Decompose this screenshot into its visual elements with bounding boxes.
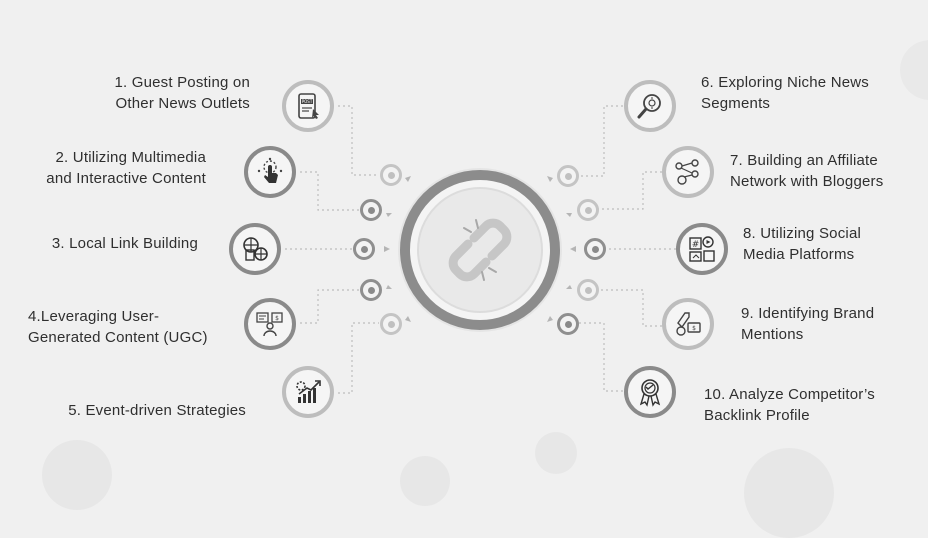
arrow-head bbox=[547, 176, 553, 182]
connector-4 bbox=[300, 289, 359, 324]
arrow-head bbox=[386, 285, 392, 289]
item-3-label: 3. Local Link Building bbox=[51, 235, 198, 252]
brand-tag-icon: $ bbox=[676, 312, 701, 336]
magnifier-icon bbox=[637, 94, 661, 119]
item-2-label: 2. Utilizing Multimedia and Interactive … bbox=[46, 149, 206, 187]
touch-icon bbox=[257, 157, 283, 183]
svg-text:#: # bbox=[692, 240, 700, 250]
decor-blob bbox=[400, 456, 450, 506]
decor-blob bbox=[42, 440, 112, 510]
item-1-label: 1. Guest Posting on Other News Outlets bbox=[114, 74, 250, 112]
item-5-icon-circle bbox=[282, 366, 334, 418]
arrow-head bbox=[405, 176, 411, 182]
connector-dot-2 bbox=[360, 199, 382, 221]
item-4-icon-circle: $ bbox=[244, 298, 296, 350]
connector-5 bbox=[338, 322, 379, 394]
item-9-label: 9. Identifying Brand Mentions bbox=[741, 305, 875, 343]
connector-dot-5 bbox=[380, 313, 402, 335]
connector-9 bbox=[598, 289, 662, 327]
connector-7 bbox=[598, 171, 662, 210]
user-content-icon: $ bbox=[256, 312, 283, 337]
item-6-label: 6. Exploring Niche News Segments bbox=[701, 74, 870, 112]
svg-text:POST: POST bbox=[302, 99, 313, 104]
connector-dot-10 bbox=[557, 313, 579, 335]
social-media-icon: # bbox=[689, 236, 715, 262]
item-8-label: 8. Utilizing Social Media Platforms bbox=[743, 225, 862, 263]
decor-blob bbox=[744, 448, 834, 538]
arrow-head bbox=[384, 246, 390, 252]
item-10-icon-circle bbox=[624, 366, 676, 418]
award-badge-icon bbox=[639, 379, 661, 407]
arrow-head bbox=[386, 213, 392, 217]
item-7-label: 7. Building an Affiliate Network with Bl… bbox=[730, 152, 884, 190]
item-2-icon-circle bbox=[244, 146, 296, 198]
hub-inner bbox=[417, 187, 543, 313]
item-3-icon-circle bbox=[229, 223, 281, 275]
decor-blob bbox=[535, 432, 577, 474]
central-hub bbox=[400, 170, 560, 330]
arrow-head bbox=[405, 316, 411, 322]
connector-dot-4 bbox=[360, 279, 382, 301]
globe-location-icon bbox=[243, 237, 268, 261]
arrow-head bbox=[570, 246, 576, 252]
arrow-head bbox=[566, 213, 572, 217]
connector-dot-3 bbox=[353, 238, 375, 260]
svg-text:$: $ bbox=[275, 315, 279, 322]
post-icon: POST bbox=[298, 93, 319, 119]
connector-dot-1 bbox=[380, 164, 402, 186]
item-6-icon-circle bbox=[624, 80, 676, 132]
item-7-icon-circle bbox=[662, 146, 714, 198]
item-1-icon-circle: POST bbox=[282, 80, 334, 132]
arrow-head bbox=[566, 285, 572, 289]
connector-dot-8 bbox=[584, 238, 606, 260]
broken-link-icon bbox=[448, 218, 512, 282]
svg-text:$: $ bbox=[692, 325, 696, 332]
network-icon bbox=[675, 159, 699, 185]
connector-dot-7 bbox=[577, 199, 599, 221]
arrow-head bbox=[547, 316, 553, 322]
item-9-icon-circle: $ bbox=[662, 298, 714, 350]
connector-dot-9 bbox=[577, 279, 599, 301]
connector-1 bbox=[338, 105, 379, 176]
item-5-label: 5. Event-driven Strategies bbox=[68, 402, 246, 419]
item-10-label: 10. Analyze Competitor’s Backlink Profil… bbox=[704, 386, 876, 424]
connector-2 bbox=[300, 171, 359, 211]
connector-6 bbox=[579, 105, 623, 177]
growth-chart-icon bbox=[296, 380, 321, 403]
item-8-icon-circle: # bbox=[676, 223, 728, 275]
connector-dot-6 bbox=[557, 165, 579, 187]
connector-10 bbox=[578, 322, 623, 392]
item-4-label: 4.Leveraging User- Generated Content (UG… bbox=[28, 308, 208, 346]
